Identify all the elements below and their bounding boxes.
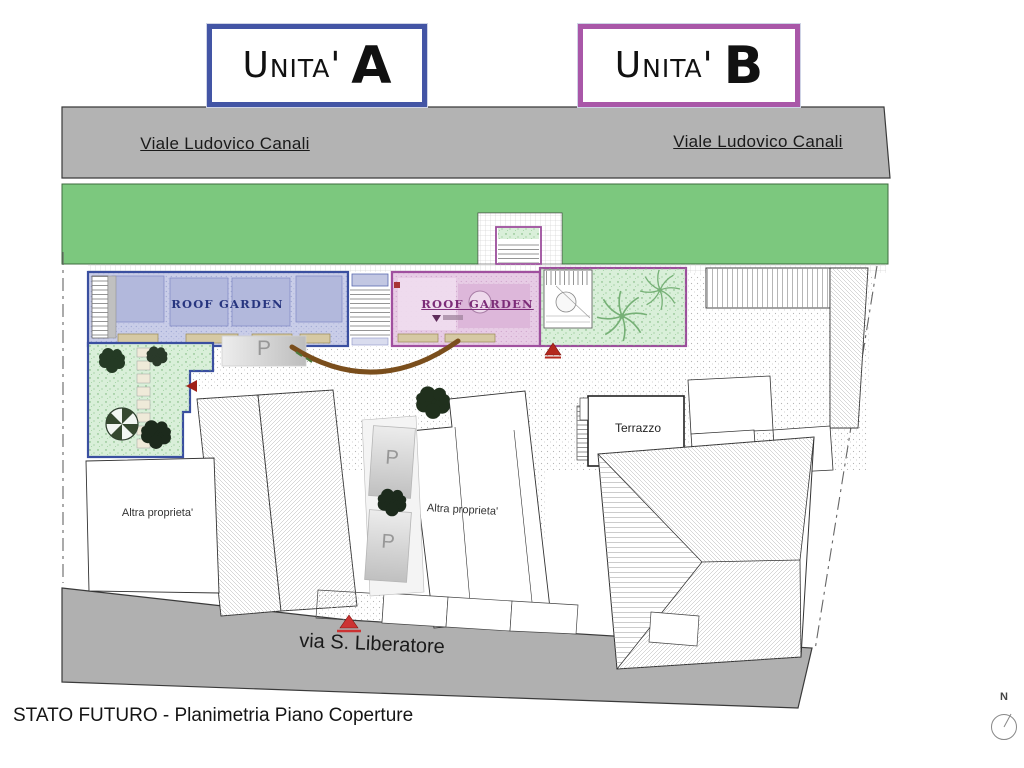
palm-garden xyxy=(538,266,688,348)
parking-area-top xyxy=(221,335,307,367)
hatched-roof-slats xyxy=(196,389,358,617)
street-label-top-right: Viale Ludovico Canali xyxy=(673,132,843,151)
unit-b-label: Unita' xyxy=(614,45,714,86)
entrance-notch xyxy=(477,212,563,265)
unit-a-title-box: Unita' A xyxy=(207,24,427,107)
planters-b xyxy=(397,333,496,343)
entrance-marker-bottom xyxy=(337,614,361,633)
street-label-top-left: Viale Ludovico Canali xyxy=(140,134,310,153)
middle-building xyxy=(409,390,552,629)
drawing-caption: STATO FUTURO - Planimetria Piano Copertu… xyxy=(13,705,414,726)
pergola-arc xyxy=(289,338,461,375)
walkway-strip xyxy=(88,264,886,273)
boundary-line-right xyxy=(814,265,878,651)
entrance-arrow xyxy=(186,380,197,392)
parking-label-mid-2: P xyxy=(380,530,396,554)
ribbed-roof-building xyxy=(705,267,831,309)
unit-b-letter: B xyxy=(723,35,764,96)
parking-label-mid-1: P xyxy=(384,446,400,470)
top-road xyxy=(61,106,891,179)
roof-garden-a-label: ROOF GARDEN xyxy=(171,297,284,311)
parking-label-top: P xyxy=(256,337,271,360)
tree xyxy=(105,407,139,441)
roof-garden-b-label: ROOF GARDEN xyxy=(421,297,534,311)
terrazzo-label: Terrazzo xyxy=(614,421,661,435)
roof-garden-logo xyxy=(432,315,463,322)
unit-b-title-box: Unita' B xyxy=(578,24,800,107)
other-property-building xyxy=(85,457,220,594)
compass xyxy=(991,713,1017,740)
entrance-marker-mid xyxy=(544,342,562,359)
stair-block xyxy=(346,272,394,346)
lawn-strip xyxy=(61,183,889,265)
bottom-road xyxy=(61,587,813,709)
private-garden xyxy=(86,341,215,459)
other-property-label-left: Altra proprieta' xyxy=(121,507,194,519)
road-side-buildings xyxy=(315,589,700,647)
unit-a-label: Unita' xyxy=(242,45,342,86)
right-hatched-strip xyxy=(829,267,869,429)
hip-roof xyxy=(597,436,815,670)
arc-foliage xyxy=(295,351,313,363)
compass-north-label: N xyxy=(1000,691,1008,703)
unit-a-letter: A xyxy=(351,35,392,96)
roof-garden-b xyxy=(390,270,542,348)
stairwell xyxy=(543,269,593,329)
